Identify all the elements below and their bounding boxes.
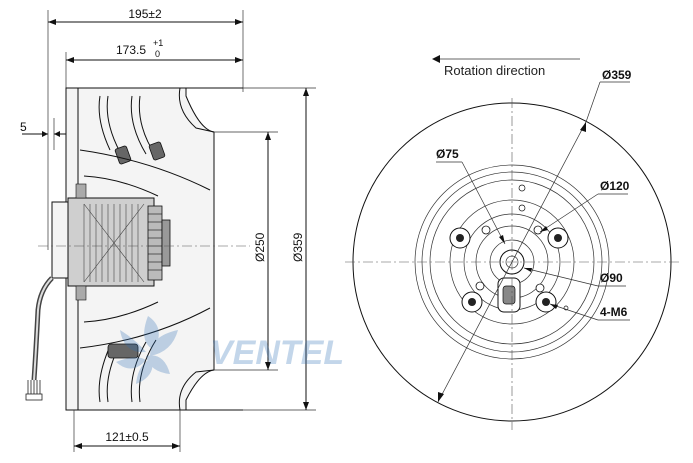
dim-inlet-tol-upper: +1 xyxy=(153,38,163,48)
dim-inlet-diameter: Ø250 xyxy=(214,131,278,371)
dim-inlet-length: 173.5 +1 0 xyxy=(65,38,243,90)
front-dim-bolt-inner-label: Ø90 xyxy=(600,271,623,285)
dim-flange: 5 xyxy=(20,118,74,150)
cable-exit xyxy=(497,277,521,313)
front-view: Rotation direction xyxy=(345,55,680,430)
ventel-watermark: VENTEL xyxy=(116,316,344,384)
dim-inlet-length-label: 173.5 xyxy=(116,43,146,57)
dim-flange-label: 5 xyxy=(20,120,27,134)
front-dim-hub-label: Ø75 xyxy=(436,147,459,161)
rotation-indicator: Rotation direction xyxy=(432,55,580,78)
rotation-direction-label: Rotation direction xyxy=(444,63,545,78)
dim-overall-length: 195±2 xyxy=(47,7,244,250)
dia359-leader xyxy=(437,121,587,403)
power-cable xyxy=(25,276,54,401)
side-view: 195±2 173.5 +1 0 5 xyxy=(20,7,316,452)
dim-motor-length-label: 121±0.5 xyxy=(105,430,149,444)
motor xyxy=(51,183,171,301)
dim-inlet-diameter-label: Ø250 xyxy=(253,232,267,262)
front-dim-outer-label: Ø359 xyxy=(602,68,632,82)
dim-inlet-tol-lower: 0 xyxy=(155,49,160,59)
front-dim-screws-label: 4-M6 xyxy=(600,305,628,319)
mounting-bosses xyxy=(449,184,569,313)
front-dim-bolt-outer-label: Ø120 xyxy=(600,179,630,193)
watermark-text: VENTEL xyxy=(210,334,344,372)
dim-overall-length-label: 195±2 xyxy=(128,7,162,21)
dim-motor-length: 121±0.5 xyxy=(73,410,181,452)
dim-outer-diameter-label: Ø359 xyxy=(291,232,305,262)
dim-outer-diameter: Ø359 xyxy=(243,87,316,411)
